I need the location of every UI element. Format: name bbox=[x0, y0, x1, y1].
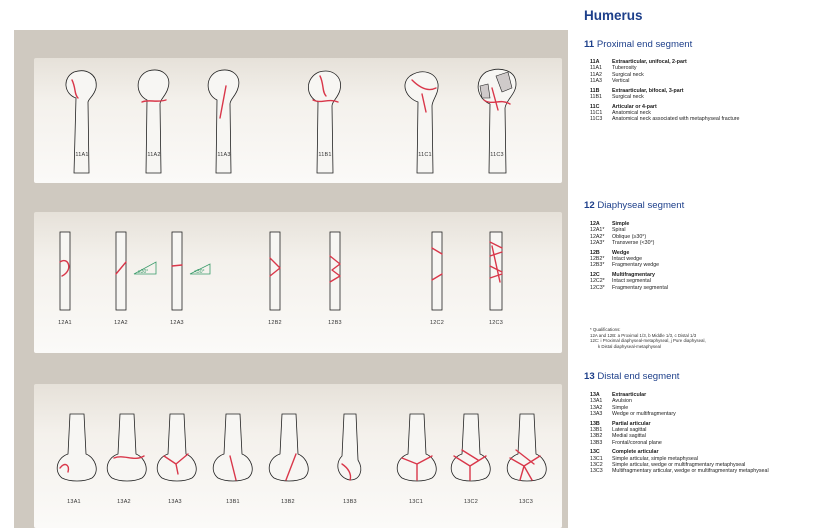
figure-label: 12A2 bbox=[114, 320, 128, 326]
code-description: Frontal/coronal plane bbox=[612, 440, 662, 446]
code-row: 11A3Vertical bbox=[590, 78, 739, 84]
figure-label: 13A1 bbox=[67, 499, 81, 505]
code-row: 12A3*Transverse (<30°) bbox=[590, 240, 668, 246]
figure-label: 11C3 bbox=[490, 152, 504, 158]
figure-13A3 bbox=[157, 414, 196, 481]
figure-label: 13A2 bbox=[117, 499, 131, 505]
figure-label: 11A3 bbox=[217, 152, 230, 158]
code: 13B3 bbox=[590, 440, 612, 446]
section-code: 12 bbox=[584, 200, 595, 211]
figure-13C3 bbox=[507, 414, 546, 481]
code-description: Multifragmentary articular, wedge or mul… bbox=[612, 468, 769, 474]
section-code: 11 bbox=[584, 39, 594, 50]
distal-illustrations bbox=[34, 384, 562, 528]
figure-12A1 bbox=[60, 232, 70, 310]
figure-label: 13C3 bbox=[519, 499, 533, 505]
code-description: Anatomical neck associated with metaphys… bbox=[612, 116, 739, 122]
figure-label: 12B3 bbox=[328, 320, 342, 326]
code-row: 12C3*Fragmentary segmental bbox=[590, 285, 668, 291]
figure-13C2 bbox=[451, 414, 490, 481]
code: 13A3 bbox=[590, 411, 612, 417]
code: 12A3* bbox=[590, 240, 612, 246]
proximal-illustrations bbox=[34, 58, 562, 183]
diaphyseal-figures-panel: ≥30° <30° 12A1 12A2 12A3 12B2 12B3 12C2 bbox=[34, 212, 562, 353]
note-line: k Distal diaphyseal-metaphyseal bbox=[590, 344, 706, 350]
figure-12B2 bbox=[270, 232, 280, 310]
figure-label: 11C1 bbox=[418, 152, 432, 158]
page-title: Humerus bbox=[584, 8, 643, 23]
section-title: Distal end segment bbox=[597, 371, 679, 382]
code: 13C3 bbox=[590, 468, 612, 474]
section-code: 13 bbox=[584, 371, 595, 382]
figure-13B3 bbox=[338, 414, 361, 480]
figure-label: 13B1 bbox=[226, 499, 240, 505]
figure-label: 12A3 bbox=[170, 320, 184, 326]
section-title: Proximal end segment bbox=[597, 39, 692, 50]
figure-label: 13B2 bbox=[281, 499, 295, 505]
figure-label: 12B2 bbox=[268, 320, 282, 326]
code: 11A3 bbox=[590, 78, 612, 84]
figure-12A2: ≥30° bbox=[116, 232, 156, 310]
figure-13B1 bbox=[213, 414, 252, 481]
qualifications-note: * Qualifications: 12A and 12B: a Proxima… bbox=[590, 327, 706, 349]
section-heading-proximal: 11 Proximal end segment bbox=[584, 39, 692, 50]
figure-12B3 bbox=[330, 232, 340, 310]
code-description: Fragmentary wedge bbox=[612, 262, 659, 268]
figure-12C3 bbox=[490, 232, 502, 310]
code-description: Transverse (<30°) bbox=[612, 240, 654, 246]
figure-label: 13B3 bbox=[343, 499, 357, 505]
figure-label: 11A1 bbox=[75, 152, 88, 158]
diaphyseal-illustrations: ≥30° <30° bbox=[34, 212, 562, 353]
code: 11B1 bbox=[590, 94, 612, 100]
figure-12A3: <30° bbox=[172, 232, 210, 310]
figure-label: 13A3 bbox=[168, 499, 182, 505]
figure-label: 11B1 bbox=[318, 152, 331, 158]
code: 12C3* bbox=[590, 285, 612, 291]
angle-label-oblique: ≥30° bbox=[138, 269, 148, 275]
code-description: Vertical bbox=[612, 78, 629, 84]
figure-label: 12C3 bbox=[489, 320, 503, 326]
section-title: Diaphyseal segment bbox=[597, 200, 684, 211]
code-description: Fragmentary segmental bbox=[612, 285, 668, 291]
note-line: 12C: i Proximal diaphyseal-metaphyseal, … bbox=[590, 338, 706, 344]
code-description: Surgical neck bbox=[612, 94, 644, 100]
code-row: 12B3*Fragmentary wedge bbox=[590, 262, 668, 268]
code-row: 11C3Anatomical neck associated with meta… bbox=[590, 116, 739, 122]
proximal-code-list: 11AExtraarticular, unifocal, 2-part11A1T… bbox=[590, 59, 739, 123]
figure-13A1 bbox=[57, 414, 96, 481]
figure-label: 13C2 bbox=[464, 499, 478, 505]
figure-12C2 bbox=[432, 232, 442, 310]
figure-label: 13C1 bbox=[409, 499, 423, 505]
code-description: Wedge or multifragmentary bbox=[612, 411, 676, 417]
figure-label: 11A2 bbox=[147, 152, 160, 158]
code-row: 13A3Wedge or multifragmentary bbox=[590, 411, 769, 417]
angle-label-transverse: <30° bbox=[194, 269, 204, 275]
section-heading-diaphyseal: 12 Diaphyseal segment bbox=[584, 200, 684, 211]
section-heading-distal: 13 Distal end segment bbox=[584, 371, 679, 382]
figure-13B2 bbox=[269, 414, 308, 481]
figure-label: 12A1 bbox=[58, 320, 72, 326]
code: 11C3 bbox=[590, 116, 612, 122]
figure-label: 12C2 bbox=[430, 320, 444, 326]
classification-text: Humerus 11 Proximal end segment 11AExtra… bbox=[584, 0, 818, 528]
distal-figures-panel: 13A1 13A2 13A3 13B1 13B2 13B3 13C1 13C2 … bbox=[34, 384, 562, 528]
code: 12B3* bbox=[590, 262, 612, 268]
figure-13A2 bbox=[107, 414, 146, 481]
figure-13C1 bbox=[397, 414, 436, 481]
proximal-figures-panel: 11A1 11A2 11A3 11B1 11C1 11C3 bbox=[34, 58, 562, 183]
